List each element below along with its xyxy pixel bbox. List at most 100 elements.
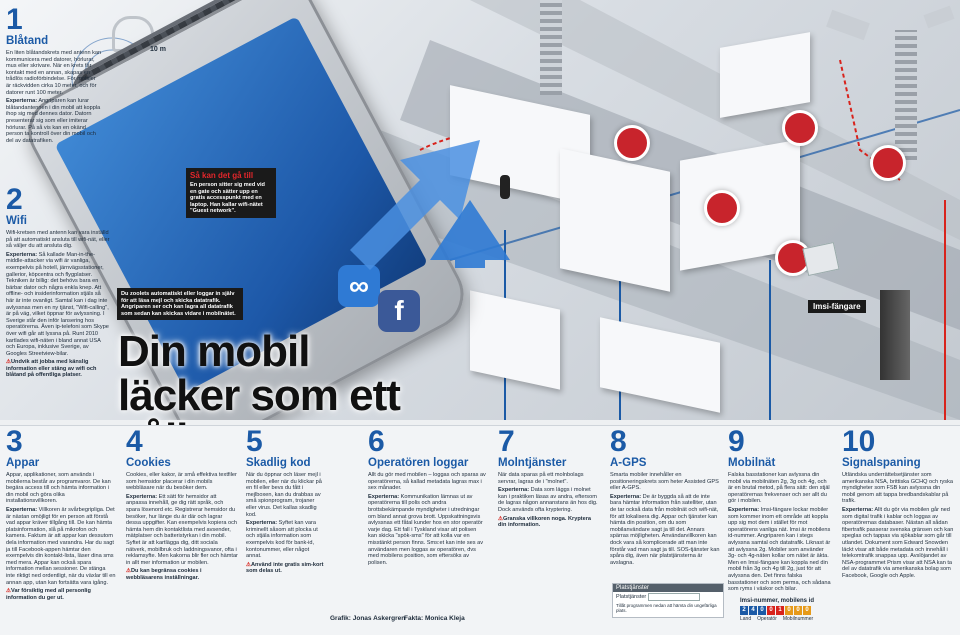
expert-label: Experterna: — [126, 493, 158, 500]
section-cloud: 7 Molntjänster När data sparas på ett mo… — [498, 427, 598, 529]
section-number: 3 — [6, 425, 23, 458]
widget-note: Tillåt programmen nedan att hämta din un… — [616, 603, 717, 613]
section-operator-logs: 6 Operatören loggar Allt du gör med mobi… — [368, 425, 486, 568]
illustration-scene: ∞ f — [0, 0, 960, 420]
section-text: Smarta mobiler innehåller en positioneri… — [610, 472, 719, 492]
section-expert-text: Syftet kan vara kriminellt såsom att plo… — [246, 520, 318, 560]
section-expert-text: Imsi-fängare lockar mobiler som kommer i… — [728, 506, 831, 593]
building — [560, 148, 670, 292]
section-text: Wifi-kretsen med antenn kan vara inställ… — [6, 230, 110, 250]
expert-label: Experterna: — [728, 506, 760, 513]
cable-cross-section-icon — [880, 290, 910, 380]
warning-tip: Var försiktig med all personlig informat… — [6, 588, 116, 601]
section-cookies: 4 Cookies Cookies, eller kakor, är små e… — [126, 425, 238, 582]
callout-text: Du zoolets automatiskt eller loggar in s… — [121, 291, 236, 317]
callout-title: Så kan det gå till — [190, 171, 254, 180]
imsi-digit: 0 — [785, 606, 793, 615]
section-number: 4 — [126, 425, 143, 458]
info-band — [0, 425, 960, 635]
warning-tip: Undvik att jobba med känslig information… — [6, 359, 110, 379]
warning-tip: Granska villkoren noga. Kryptera din inf… — [498, 516, 598, 529]
location-pin — [704, 190, 740, 226]
app-icon: ∞ — [338, 265, 380, 307]
upload-arrow-icon — [430, 200, 510, 268]
warning-tip: Använd inte gratis sim-kort som delas ut… — [246, 562, 326, 575]
facts-credit: Fakta: Monica Kleja — [404, 615, 465, 622]
graphic-credit: Grafik: Jonas Askergren — [330, 615, 406, 622]
expert-label: Experterna: — [368, 493, 400, 500]
section-title: Appar — [6, 457, 40, 469]
section-text: Allt du gör med mobilen – loggas och spa… — [368, 472, 486, 492]
location-pin — [782, 110, 818, 146]
section-number: 8 — [610, 425, 627, 458]
facebook-icon: f — [378, 290, 420, 332]
section-text: En liten blåtandskrets med antenn kan ko… — [6, 50, 102, 96]
section-expert-text: De är byggda så att de inte bara hämtar … — [610, 493, 720, 566]
section-apps: 3 Appar Appar, applikationer, som använd… — [6, 425, 116, 601]
section-mobile-network: 9 Mobilnät Falska basstationer kan avlys… — [728, 425, 832, 595]
section-title: Molntjänster — [498, 457, 567, 469]
warning-tip: Du kan begränsa cookies i webbläsarens i… — [126, 568, 238, 581]
imsi-digit: 2 — [740, 606, 748, 615]
person-icon — [500, 175, 510, 199]
imsi-label-mobile: Mobilnummer — [782, 616, 814, 622]
imsi-number-box: Imsi-nummer, mobilens id 2 4 0 0 1 0 0 0… — [740, 598, 880, 622]
section-text: När data sparas på ett molnbolags servra… — [498, 472, 584, 485]
section-signals-intelligence: 10 Signalspaning Utländska underrättelse… — [842, 427, 954, 582]
distance-label: 10 m — [150, 46, 166, 53]
data-stream-arrow-icon — [350, 140, 480, 270]
section-agps: 8 A-GPS Smarta mobiler innehåller en pos… — [610, 425, 722, 568]
expert-label: Experterna: — [842, 506, 874, 513]
section-title: Cookies — [126, 457, 171, 469]
section-title: Wifi — [6, 215, 27, 227]
imsi-digit: 0 — [803, 606, 811, 615]
section-title: A-GPS — [610, 457, 647, 469]
section-number: 5 — [246, 425, 263, 458]
section-expert-text: Data som läggs i molnet kan i praktiken … — [498, 487, 598, 513]
section-bluetooth: 1 Blåtand En liten blåtandskrets med ant… — [6, 3, 102, 146]
cell-tower — [895, 30, 917, 160]
imsi-digit: 0 — [767, 606, 775, 615]
section-wifi: 2 Wifi Wifi-kretsen med antenn kan vara … — [6, 185, 110, 379]
section-expert-text: Ett sätt för hemsidor att anpassa innehå… — [126, 493, 238, 566]
section-text: Cookies, eller kakor, är små effektiva t… — [126, 472, 237, 492]
section-text: När du öppnar och läser mejl i mobilen, … — [246, 472, 322, 518]
section-text: Utländska underrättelsetjänster som amer… — [842, 472, 953, 505]
section-number: 6 — [368, 425, 385, 458]
location-toggle-field[interactable] — [647, 593, 700, 601]
expert-label: Experterna: — [610, 493, 642, 500]
section-expert-text: Villkoren är svårbegripliga. Det är näst… — [6, 506, 116, 586]
section-malware: 5 Skadlig kod När du öppnar och läser me… — [246, 425, 326, 575]
section-text: Appar, applikationer, som används i mobi… — [6, 472, 111, 505]
expert-label: Experterna: — [6, 506, 38, 513]
imsi-catcher-label: Imsi-fängare — [808, 300, 866, 313]
section-title: Signalspaning — [842, 457, 921, 469]
imsi-label-operator: Operatör — [757, 616, 777, 622]
imsi-digit: 0 — [758, 606, 766, 615]
wifi-trick-callout: Så kan det gå till En person sitter sig … — [186, 168, 276, 218]
imsi-digit: 4 — [749, 606, 757, 615]
page-headline: Din mobil läcker som ett såll — [118, 327, 401, 462]
location-pin — [775, 240, 811, 276]
section-number: 1 — [6, 3, 23, 36]
imsi-digit: 1 — [776, 606, 784, 615]
auto-connect-callout: Du zoolets automatiskt eller loggar in s… — [117, 288, 243, 321]
imsi-label-country: Land — [740, 616, 752, 622]
section-title: Skadlig kod — [246, 457, 311, 469]
widget-row-label: Platstjänster — [616, 594, 647, 600]
location-pin — [614, 125, 650, 161]
imsi-digits: 2 4 0 0 1 0 0 0 — [740, 606, 880, 615]
section-title: Operatören loggar — [368, 457, 469, 469]
expert-label: Experterna: — [246, 520, 278, 527]
section-expert-text: Kommunikation lämnas ut av operatörerna … — [368, 493, 484, 566]
section-text: Falska basstationer kan avlyssna din mob… — [728, 472, 830, 505]
section-expert-text: Så kallade Man-in-the-middle-attacker vi… — [6, 251, 109, 357]
expert-label: Experterna: — [6, 251, 38, 258]
section-expert-text: Allt du gör via mobilen går ned som digi… — [842, 506, 954, 579]
section-title: Blåtand — [6, 35, 49, 47]
location-services-widget: Platstjänster Platstjänster Tillåt progr… — [612, 583, 724, 618]
expert-label: Experterna: — [498, 487, 530, 494]
section-number: 9 — [728, 425, 745, 458]
callout-text: En person sitter sig med vid en gate och… — [190, 182, 265, 215]
expert-label: Experterna: — [6, 98, 38, 105]
